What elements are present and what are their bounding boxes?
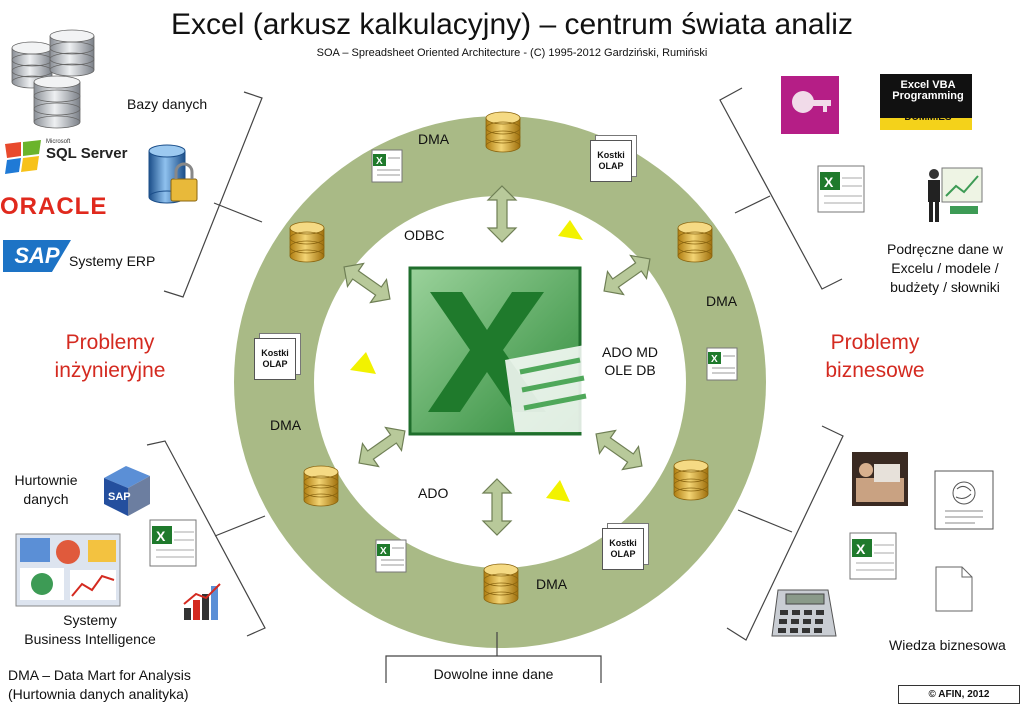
diagram-subtitle: SOA – Spreadsheet Oriented Architecture … (316, 47, 708, 59)
vba-book-title: Excel VBA Programming DUMMIES (882, 79, 974, 124)
business-problems-line1: Problemy (830, 331, 920, 354)
svg-text:X: X (376, 156, 383, 167)
growth-chart-icon (183, 583, 221, 620)
dma-label-left: DMA (270, 417, 302, 433)
database-icon-ring (289, 111, 713, 605)
double-arrow-upper-right (603, 254, 651, 296)
warehouses-line2: danych (23, 491, 69, 507)
bi-dashboard-icon (15, 533, 121, 607)
document-icon (935, 566, 973, 612)
excel-file-icon-left: X (149, 519, 197, 567)
olap-cube-line2: OLAP (262, 359, 288, 369)
olap-cube-line2: OLAP (610, 549, 636, 559)
svg-text:X: X (824, 174, 834, 190)
handy-data-line1: Podręczne dane w (887, 241, 1003, 257)
ado-md-line2: OLE DB (604, 362, 656, 378)
engineering-problems-line1: Problemy (65, 331, 155, 354)
business-problems-line2: biznesowe (825, 359, 925, 382)
dma-note-line2: (Hurtownia danych analityka) (8, 686, 189, 702)
vba-book-line1: Excel VBA (900, 79, 956, 91)
double-arrow-lower-left (358, 426, 406, 468)
handy-data-line2: Excelu / modele / (891, 260, 999, 276)
olap-cube-line2: OLAP (598, 161, 624, 171)
double-arrow-top (486, 185, 518, 243)
double-arrow-lower-right (595, 429, 643, 471)
bracket-right-top (719, 87, 843, 290)
diagram-title: Excel (arkusz kalkulacyjny) – centrum św… (171, 8, 853, 41)
certificate-icon (934, 470, 994, 530)
bracket-bottom (385, 632, 602, 683)
warehouses-line1: Hurtownie (14, 472, 78, 488)
calculator-icon (771, 589, 837, 637)
database-stack-icon (11, 29, 95, 129)
sql-server-microsoft-text: Microsoft (46, 139, 71, 145)
engineering-problems-label: Problemy inżynieryjne (30, 329, 190, 385)
olap-cube-line1: Kostki (597, 150, 625, 160)
handy-data-label: Podręczne dane w Excelu / modele / budże… (870, 240, 1020, 297)
dma-label-bottom: DMA (536, 576, 568, 592)
ado-label: ADO (418, 485, 449, 501)
warehouses-label: Hurtownie danych (6, 471, 86, 509)
dma-note: DMA – Data Mart for Analysis (Hurtownia … (8, 666, 191, 704)
windows-logo-icon (5, 140, 41, 174)
bi-systems-line1: Systemy (63, 612, 117, 628)
olap-cube-line1: Kostki (609, 538, 637, 548)
vba-book-line3: DUMMIES (904, 112, 952, 123)
yellow-triangle-left (350, 352, 376, 374)
sql-server-logo: SQL Server (46, 145, 128, 162)
excel-file-icon-right-top: X (817, 165, 865, 213)
vba-book-line2: Programming (892, 90, 964, 102)
bracket-left-bottom (146, 440, 266, 637)
dma-label-top: DMA (418, 131, 450, 147)
yellow-triangle-bottom-right (546, 480, 570, 502)
presenter-icon (928, 167, 983, 222)
secure-database-icon (148, 144, 198, 204)
svg-text:X: X (856, 541, 866, 557)
ado-md-line1: ADO MD (602, 344, 658, 360)
svg-text:X: X (156, 528, 166, 544)
erp-label: Systemy ERP (69, 253, 156, 269)
business-problems-label: Problemy biznesowe (805, 329, 945, 385)
ado-md-label: ADO MD OLE DB (598, 343, 662, 379)
engineering-problems-line2: inżynieryjne (54, 359, 166, 382)
copyright-box: © AFIN, 2012 (898, 685, 1020, 704)
business-photo-icon (852, 452, 908, 506)
sap-cube-icon: SAP (104, 466, 150, 516)
vba-book-icon (880, 74, 972, 130)
olap-cube-line1: Kostki (261, 348, 289, 358)
yellow-triangle-top-right (558, 220, 583, 240)
excel-file-icon-right-bottom: X (849, 532, 897, 580)
databases-label: Bazy danych (127, 96, 208, 112)
access-key-icon (781, 76, 839, 134)
excel-file-icon-ring: X X X (371, 149, 738, 573)
svg-text:X: X (711, 354, 718, 365)
sap-logo: SAP (3, 240, 71, 272)
bracket-right-bottom (726, 425, 844, 641)
bi-systems-line2: Business Intelligence (24, 631, 156, 647)
svg-text:X: X (380, 546, 387, 557)
other-data-label: Dowolne inne dane (433, 666, 554, 682)
business-knowledge-label: Wiedza biznesowa (889, 637, 1006, 653)
handy-data-line3: budżety / słowniki (890, 279, 1000, 295)
svg-text:SAP: SAP (108, 491, 131, 503)
dma-label-right: DMA (706, 293, 738, 309)
dma-note-line1: DMA – Data Mart for Analysis (8, 667, 191, 683)
bracket-left-top (163, 91, 263, 298)
odbc-label: ODBC (404, 227, 445, 243)
bi-systems-label: Systemy Business Intelligence (10, 611, 170, 649)
double-arrow-upper-left (343, 262, 391, 304)
double-arrow-bottom (481, 478, 513, 536)
excel-logo-icon (408, 266, 594, 436)
oracle-logo: ORACLE (0, 193, 108, 220)
